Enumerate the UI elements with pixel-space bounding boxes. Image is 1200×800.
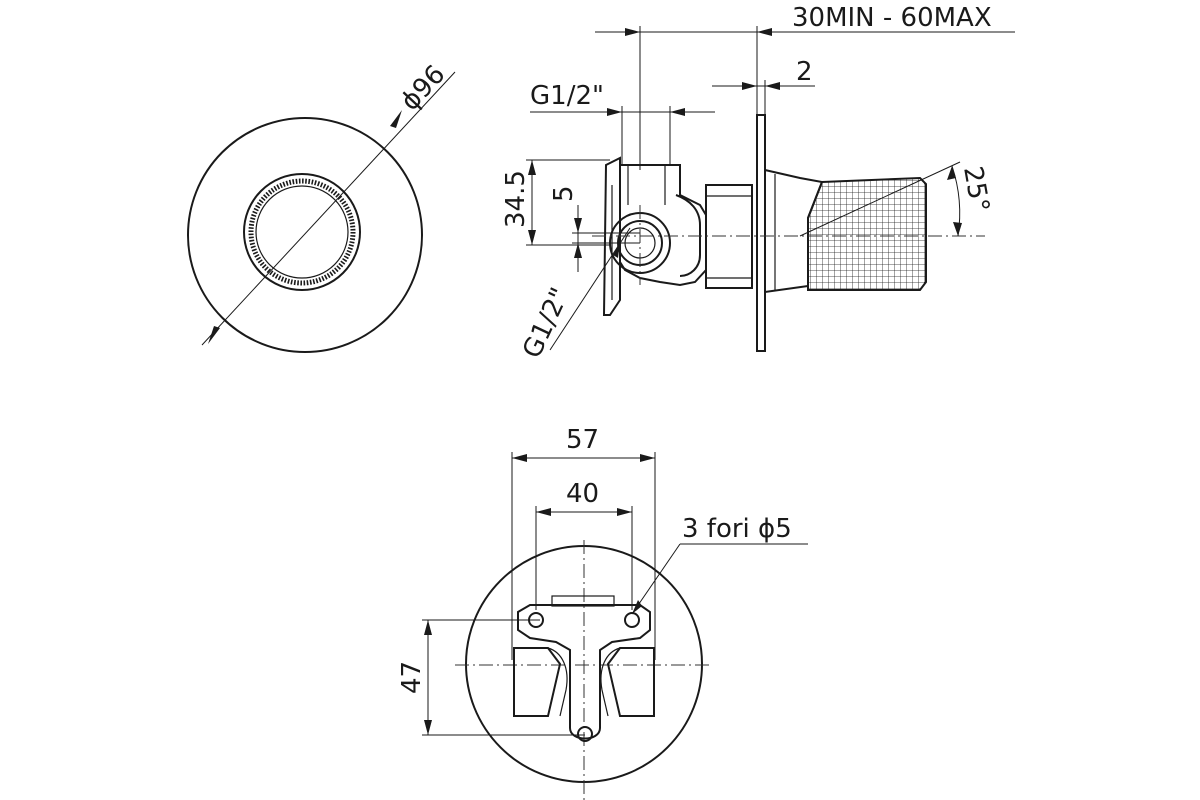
knob-knurled-ring	[248, 178, 356, 286]
mount-hole-left	[528, 612, 544, 628]
inlet-side-label: G1/2"	[517, 283, 575, 363]
angle-arrow-bottom	[953, 222, 962, 236]
depth-range-label: 30MIN - 60MAX	[792, 3, 992, 33]
offset-5-label: 5	[549, 185, 579, 202]
thickness-arrow-right	[765, 82, 780, 90]
height-47-arrow-bottom	[424, 720, 432, 735]
mount-hole-bottom	[577, 726, 593, 742]
wall-plate	[756, 114, 766, 352]
depth-arrow-left	[625, 28, 640, 36]
height-34-5-arrow-top	[528, 160, 536, 175]
cover-plate-outline	[187, 117, 423, 353]
inlet-top-arrow-right	[670, 108, 685, 116]
inlet-top-label: G1/2"	[530, 81, 604, 111]
diameter-dimension-line	[201, 71, 456, 346]
holes-leader-arrow	[632, 600, 642, 614]
offset-5-arrow-bottom	[574, 243, 582, 258]
angle-arrow-top	[947, 166, 956, 180]
thickness-label: 2	[796, 57, 813, 87]
rear-port-left-inner	[547, 647, 568, 717]
front-view: ϕ96	[187, 60, 456, 353]
height-34-5-arrow-bottom	[528, 230, 536, 245]
height-34-5-label: 34.5	[501, 170, 531, 228]
knurled-knob	[807, 176, 927, 291]
knob-inner-ring	[255, 185, 349, 279]
cartridge-housing	[705, 184, 753, 289]
rear-port-left	[513, 647, 562, 717]
side-view: 30MIN - 60MAX 2 G1/2" 34.5 5 G1/2"	[501, 3, 1015, 363]
offset-5-arrow-top	[574, 218, 582, 233]
depth-arrow-right	[757, 28, 772, 36]
rear-port-right-inner	[600, 647, 621, 717]
diameter-arrow-top	[390, 110, 402, 128]
rear-port-right	[606, 647, 655, 717]
width-57-label: 57	[566, 425, 599, 455]
mounting-bracket	[602, 156, 621, 316]
width-40-arrow-left	[536, 508, 551, 516]
width-40-label: 40	[566, 479, 599, 509]
width-57-arrow-left	[512, 454, 527, 462]
diameter-arrow-bottom	[208, 326, 220, 344]
height-47-arrow-top	[424, 620, 432, 635]
diameter-label: ϕ96	[395, 60, 451, 117]
holes-note-label: 3 fori ϕ5	[682, 514, 792, 544]
mount-hole-right	[624, 612, 640, 628]
thickness-arrow-left	[742, 82, 757, 90]
holes-leader	[631, 543, 681, 615]
rear-bracket	[517, 604, 651, 740]
angle-label: 25°	[957, 164, 995, 215]
valve-body-inner	[675, 194, 701, 277]
rear-view: 57 40 47 3 fori ϕ5	[397, 425, 808, 800]
inlet-top-arrow-left	[607, 108, 622, 116]
knob-outer-ring	[243, 173, 361, 291]
height-47-label: 47	[397, 661, 427, 694]
width-57-arrow-right	[640, 454, 655, 462]
width-40-arrow-right	[617, 508, 632, 516]
bracket-top-tab	[551, 595, 615, 607]
angle-ray	[799, 161, 961, 237]
